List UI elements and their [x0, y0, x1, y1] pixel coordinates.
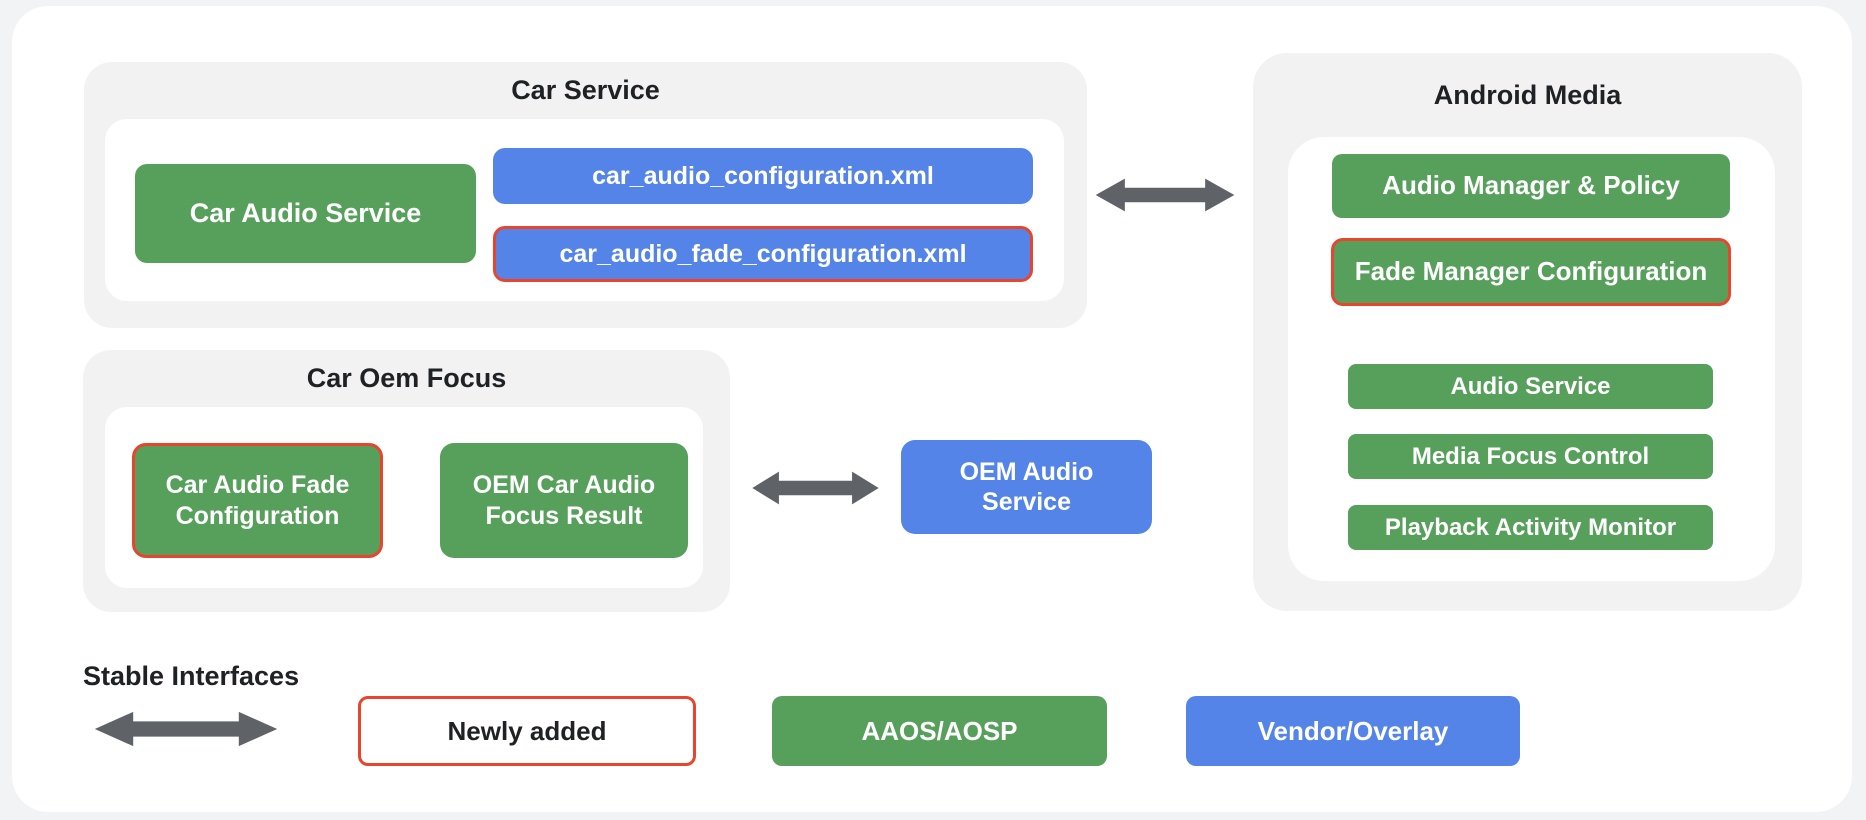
- diagram-card: Car Service Car Audio Service car_audio_…: [12, 6, 1852, 812]
- car-oem-focus-title: Car Oem Focus: [306, 363, 507, 393]
- car-audio-configuration-xml-node: car_audio_configuration.xml: [493, 148, 1033, 204]
- android-media-group: Android Media Audio Manager & Policy Fad…: [1253, 53, 1802, 611]
- car-oem-focus-group: Car Oem Focus Car Audio Fade Configurati…: [83, 350, 730, 612]
- car-audio-service-node: Car Audio Service: [135, 164, 476, 263]
- oem-audio-service-node: OEM Audio Service: [901, 440, 1152, 534]
- audio-service-node: Audio Service: [1348, 364, 1713, 409]
- bidirectional-arrow-icon: [749, 468, 882, 508]
- media-focus-control-node: Media Focus Control: [1348, 434, 1713, 479]
- legend-newly-added: Newly added: [358, 696, 696, 766]
- playback-activity-monitor-node: Playback Activity Monitor: [1348, 505, 1713, 550]
- audio-manager-policy-node: Audio Manager & Policy: [1332, 154, 1730, 218]
- android-media-inner-box: Audio Manager & Policy Fade Manager Conf…: [1288, 137, 1775, 581]
- android-media-title: Android Media: [1433, 80, 1622, 110]
- car-service-title: Car Service: [511, 75, 660, 105]
- oem-car-audio-focus-result-node: OEM Car Audio Focus Result: [440, 443, 688, 558]
- fade-manager-configuration-node: Fade Manager Configuration: [1331, 238, 1731, 306]
- stable-interfaces-label: Stable Interfaces: [83, 661, 300, 691]
- car-oem-focus-inner-box: Car Audio Fade Configuration OEM Car Aud…: [105, 407, 703, 588]
- car-audio-fade-configuration-xml-node: car_audio_fade_configuration.xml: [493, 226, 1033, 282]
- stable-interface-arrow-icon: [90, 708, 282, 750]
- car-audio-fade-configuration-node: Car Audio Fade Configuration: [132, 443, 383, 558]
- bidirectional-arrow-icon: [1092, 175, 1238, 215]
- legend-aaos-aosp: AAOS/AOSP: [772, 696, 1107, 766]
- car-service-group: Car Service Car Audio Service car_audio_…: [84, 62, 1087, 328]
- legend-vendor-overlay: Vendor/Overlay: [1186, 696, 1520, 766]
- car-service-inner-box: Car Audio Service car_audio_configuratio…: [105, 119, 1064, 301]
